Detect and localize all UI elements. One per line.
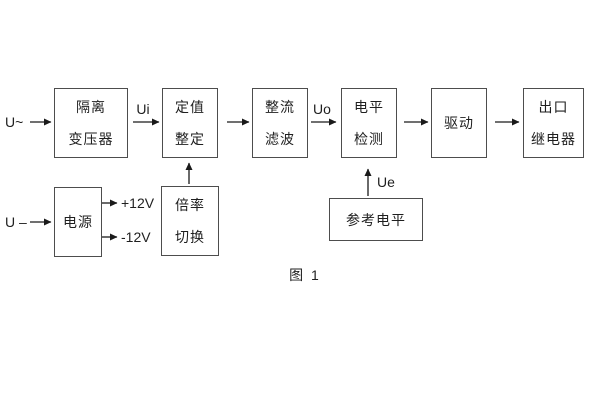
label-minus-12v: -12V bbox=[121, 229, 151, 245]
block-line: 检测 bbox=[354, 131, 384, 147]
block-line: 切换 bbox=[175, 229, 205, 245]
block-ratio-switch: 倍率 切换 bbox=[161, 186, 219, 256]
block-driver: 驱动 bbox=[431, 88, 487, 158]
block-line: 变压器 bbox=[68, 131, 114, 147]
block-output-relay: 出口 继电器 bbox=[523, 88, 584, 158]
block-line: 出口 bbox=[538, 99, 569, 115]
block-power-supply: 电源 bbox=[54, 187, 102, 257]
label-ue: Ue bbox=[377, 174, 395, 190]
block-line: 隔离 bbox=[76, 99, 106, 115]
label-input-dc: U – bbox=[5, 214, 27, 230]
block-line: 整定 bbox=[175, 131, 205, 147]
block-line: 电源 bbox=[63, 214, 93, 230]
label-uo: Uo bbox=[313, 101, 331, 117]
block-line: 驱动 bbox=[444, 115, 474, 131]
label-ui: Ui bbox=[136, 101, 150, 117]
figure-caption: 图 1 bbox=[289, 267, 321, 283]
block-reference-level: 参考电平 bbox=[329, 198, 423, 241]
label-plus-12v: +12V bbox=[121, 195, 155, 211]
block-line: 继电器 bbox=[531, 131, 576, 147]
block-line: 倍率 bbox=[175, 197, 205, 213]
block-line: 滤波 bbox=[265, 131, 295, 147]
block-line: 电平 bbox=[354, 99, 384, 115]
block-isolation-transformer: 隔离 变压器 bbox=[54, 88, 128, 158]
block-setting-adjust: 定值 整定 bbox=[162, 88, 218, 158]
block-level-detect: 电平 检测 bbox=[341, 88, 397, 158]
block-line: 定值 bbox=[175, 99, 205, 115]
block-line: 参考电平 bbox=[346, 211, 406, 228]
label-input-ac: U~ bbox=[5, 114, 24, 130]
block-rectify-filter: 整流 滤波 bbox=[252, 88, 308, 158]
block-line: 整流 bbox=[265, 99, 295, 115]
